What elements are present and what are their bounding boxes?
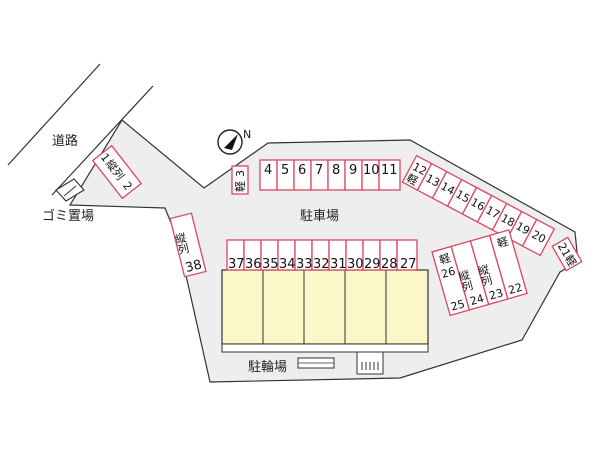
space-12-tag: 軽: [404, 172, 420, 189]
space-6: 6: [298, 163, 306, 178]
space-32: 32: [313, 257, 330, 272]
space-22: 22: [507, 281, 524, 297]
space-26-tag: 軽: [438, 251, 452, 267]
svg-text:縦列: 縦列: [172, 231, 190, 256]
space-10: 10: [363, 163, 380, 178]
space-31: 31: [330, 257, 347, 272]
space-28: 28: [381, 257, 398, 272]
svg-text:3: 3: [234, 170, 247, 177]
space-35: 35: [262, 257, 279, 272]
drain-grate: [356, 351, 384, 375]
space-15: 15: [454, 188, 472, 206]
space-33: 33: [296, 257, 313, 272]
svg-text:軽: 軽: [234, 181, 247, 192]
space-18: 18: [499, 212, 517, 230]
space-23-tag: 縦列: [475, 263, 494, 289]
space-24: 24: [468, 292, 485, 308]
road-edge-left: [7, 63, 101, 166]
space-38: 縦列 38: [169, 212, 207, 278]
space-23: 23: [488, 286, 505, 302]
space-group-bottom: 37 36 35 34 33 32 31 30 29 28 27: [226, 239, 418, 272]
space-5: 5: [281, 163, 289, 178]
svg-text:21: 21: [555, 241, 573, 260]
road-edge-right: [51, 85, 154, 196]
space-17: 17: [484, 204, 502, 222]
space-16: 16: [469, 196, 487, 214]
space-9: 9: [349, 163, 357, 178]
garbage-label: ゴミ置場: [42, 208, 94, 224]
parking-label: 駐車場: [300, 209, 339, 224]
space-14: 14: [438, 180, 456, 198]
space-7: 7: [315, 163, 323, 178]
space-12: 12: [410, 160, 428, 178]
space-11: 11: [381, 163, 398, 178]
space-group-right-vertical: 軽 26 25 縦列 24 縦列 23 軽 22: [431, 229, 528, 317]
space-20: 20: [529, 228, 547, 246]
space-group-right: 12 軽 13 14 15 16 17 18 19 20: [401, 154, 556, 257]
space-37: 37: [228, 257, 245, 272]
north-label: N: [243, 128, 251, 141]
space-36: 36: [245, 257, 262, 272]
space-34: 34: [279, 257, 296, 272]
space-24-tag: 縦列: [456, 268, 475, 294]
space-3: 軽 3: [231, 165, 249, 195]
north-arrow-icon: N: [217, 128, 251, 155]
space-8: 8: [332, 163, 340, 178]
road-label: 道路: [52, 133, 78, 149]
space-4: 4: [264, 163, 272, 178]
space-1-2: 縦列 1 2: [91, 144, 143, 200]
space-19: 19: [514, 220, 532, 238]
space-26: 26: [440, 265, 457, 281]
svg-text:38: 38: [184, 257, 204, 276]
building: [221, 269, 429, 353]
space-30: 30: [347, 257, 364, 272]
space-25: 25: [449, 297, 466, 313]
space-group-top: 4 5 6 7 8 9 10 11: [259, 159, 401, 191]
space-22-tag: 軽: [496, 235, 510, 251]
space-27: 27: [400, 257, 417, 272]
garbage-station: [55, 178, 85, 202]
space-13: 13: [423, 172, 441, 190]
space-29: 29: [364, 257, 381, 272]
bicycle-label: 駐輪場: [248, 359, 287, 375]
space-21: 21 軽: [551, 236, 583, 272]
